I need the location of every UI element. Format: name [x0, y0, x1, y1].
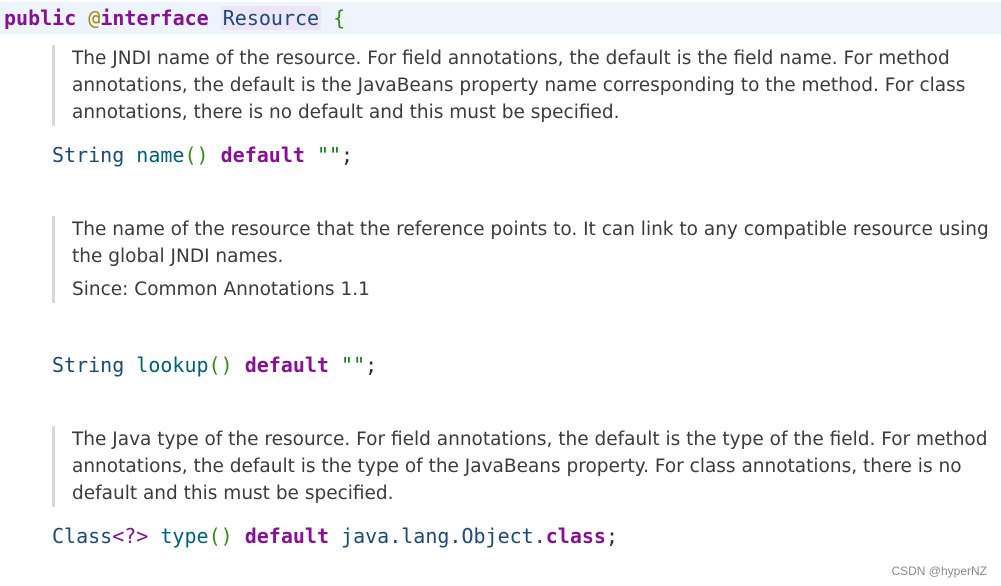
- parens: (): [208, 353, 233, 377]
- generic-params: <?>: [112, 524, 149, 548]
- default-keyword: default: [244, 353, 329, 377]
- javadoc-type: The Java type of the resource. For field…: [52, 426, 997, 507]
- javadoc-text: The name of the resource that the refere…: [72, 219, 989, 267]
- default-keyword: default: [220, 143, 305, 167]
- method-declaration-name[interactable]: String name() default "";: [52, 141, 353, 169]
- method-declaration-type[interactable]: Class<?> type() default java.lang.Object…: [52, 522, 618, 550]
- watermark: CSDN @hyperNZ: [891, 564, 987, 578]
- current-line-highlight: [0, 2, 1001, 34]
- method-declaration-lookup[interactable]: String lookup() default "";: [52, 351, 377, 379]
- method-name[interactable]: type: [160, 524, 209, 548]
- javadoc-lookup: The name of the resource that the refere…: [52, 216, 997, 303]
- parens: (): [184, 143, 209, 167]
- interface-declaration[interactable]: public @interface Resource {: [4, 4, 345, 32]
- semicolon: ;: [365, 353, 378, 377]
- semicolon: ;: [605, 524, 619, 548]
- parens: (): [208, 524, 233, 548]
- semicolon: ;: [341, 143, 354, 167]
- javadoc-since: Since: Common Annotations 1.1: [72, 279, 370, 300]
- return-type[interactable]: String: [52, 143, 125, 167]
- public-keyword: public: [4, 6, 77, 30]
- default-value: "": [316, 143, 342, 167]
- return-type[interactable]: Class: [52, 524, 113, 548]
- default-value: "": [341, 353, 366, 377]
- default-value-prefix[interactable]: java.lang.Object.: [341, 524, 546, 548]
- interface-keyword: interface: [100, 6, 209, 30]
- javadoc-name: The JNDI name of the resource. For field…: [52, 45, 997, 126]
- interface-name[interactable]: Resource: [220, 6, 322, 30]
- at-sign: @: [88, 6, 101, 30]
- method-name[interactable]: lookup: [136, 353, 209, 377]
- return-type[interactable]: String: [52, 353, 125, 377]
- javadoc-text: The Java type of the resource. For field…: [72, 429, 988, 504]
- open-brace: {: [333, 6, 346, 30]
- default-keyword: default: [244, 524, 329, 548]
- javadoc-text: The JNDI name of the resource. For field…: [72, 48, 966, 123]
- class-keyword: class: [545, 524, 606, 548]
- method-name[interactable]: name: [136, 143, 185, 167]
